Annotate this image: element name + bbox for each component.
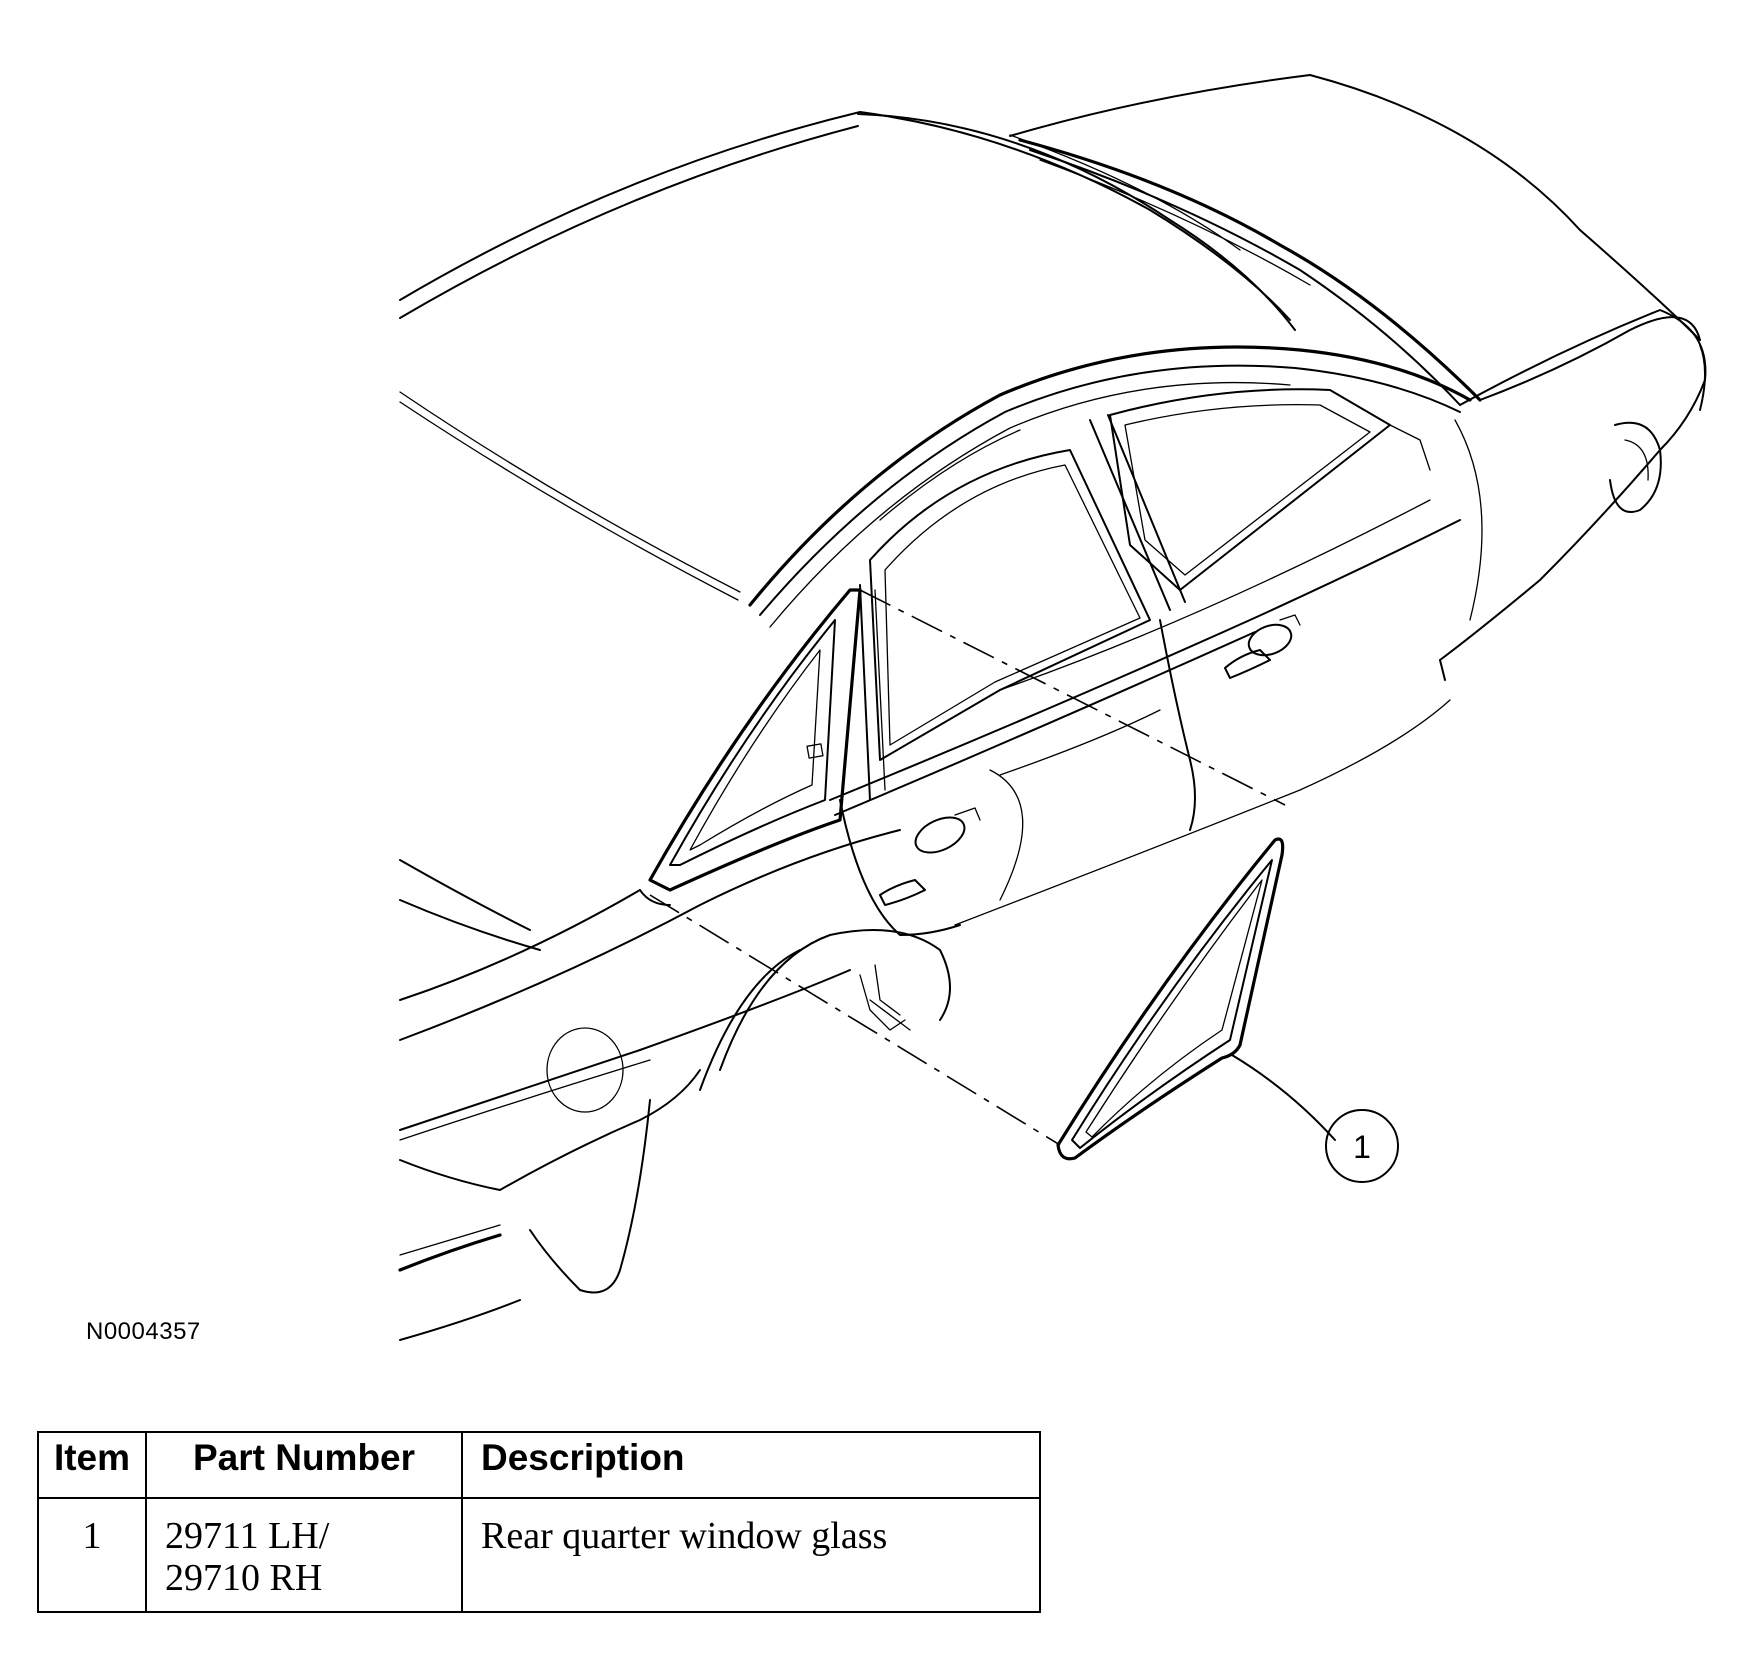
door-handle-front [1224, 614, 1301, 679]
explode-dashed-lines [649, 589, 1286, 1146]
part-number-rh: 29710 RH [165, 1557, 323, 1599]
quarter-window-glass-part [1056, 837, 1285, 1161]
part-number-lh: 29711 LH/ [165, 1515, 330, 1557]
roof-side-rail [748, 345, 1472, 628]
header-part-number: Part Number [145, 1431, 463, 1499]
header-description: Description [461, 1431, 1041, 1499]
windshield-frame [1009, 74, 1701, 406]
door-belt-line [829, 499, 1461, 831]
figure-id: N0004357 [86, 1318, 201, 1345]
callout-1-number: 1 [1353, 1129, 1371, 1165]
cell-item: 1 [37, 1497, 147, 1613]
parts-table: Item Part Number Description 1 29711 LH/… [37, 1431, 1041, 1613]
header-item: Item [37, 1431, 147, 1499]
cell-description: Rear quarter window glass [461, 1497, 1041, 1613]
front-fender [1439, 309, 1707, 661]
cell-part-number: 29711 LH/ 29710 RH [145, 1497, 463, 1613]
rear-door-window [859, 449, 1151, 801]
callout-1: 1 [1231, 1054, 1399, 1183]
parts-table-header-row: Item Part Number Description [37, 1431, 1041, 1499]
rear-wheel-arch [699, 929, 951, 1091]
door-lower [839, 659, 1451, 936]
front-door-window [1089, 388, 1431, 611]
table-row: 1 29711 LH/ 29710 RH Rear quarter window… [37, 1497, 1041, 1613]
door-handle-rear [879, 807, 981, 906]
body-quarter-window-opening [639, 588, 862, 906]
rear-body [398, 829, 901, 1341]
